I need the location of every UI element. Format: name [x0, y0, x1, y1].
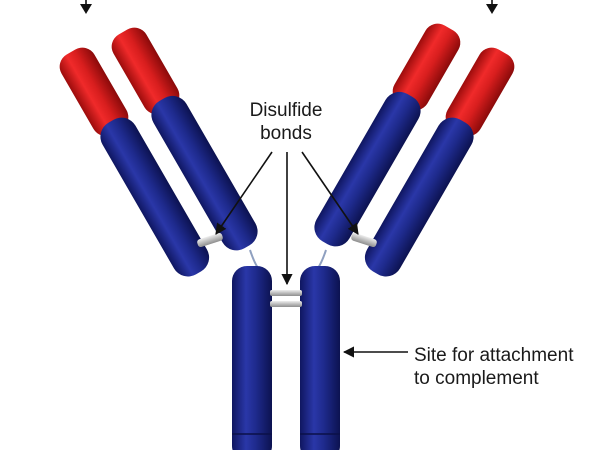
- top-right-arrow: [486, 0, 498, 14]
- right-outer-variable-region: [445, 47, 515, 137]
- right-light-heavy-disulfide-bond: [351, 232, 377, 248]
- left-inner-variable-region: [111, 27, 180, 115]
- left-outer-constant-region: [100, 117, 210, 277]
- complement-label-line2: to complement: [414, 368, 539, 389]
- complement-label-line1: Site for attachment: [414, 345, 574, 366]
- disulfide-label-line1: Disulfide: [249, 100, 323, 121]
- top-left-arrow: [80, 0, 92, 14]
- left-outer-variable-region: [59, 47, 129, 137]
- disulfide-bonds-label: Disulfide bonds: [230, 99, 342, 145]
- right-stem-heavy-chain: [300, 266, 340, 450]
- right-outer-constant-region: [364, 117, 474, 277]
- complement-site-label: Site for attachment to complement: [414, 344, 573, 390]
- heavy-heavy-disulfide-bonds: [270, 290, 302, 307]
- left-outer-light-chain: [59, 47, 210, 277]
- right-hinge: [317, 249, 327, 269]
- right-outer-light-chain: [364, 47, 515, 277]
- right-inner-variable-region: [392, 23, 461, 111]
- left-hinge: [249, 249, 259, 269]
- left-light-heavy-disulfide-bond: [197, 232, 223, 248]
- disulfide-label-line2: bonds: [260, 123, 312, 144]
- disulfide-pointer-lines: [215, 151, 359, 286]
- left-stem-heavy-chain: [232, 266, 272, 450]
